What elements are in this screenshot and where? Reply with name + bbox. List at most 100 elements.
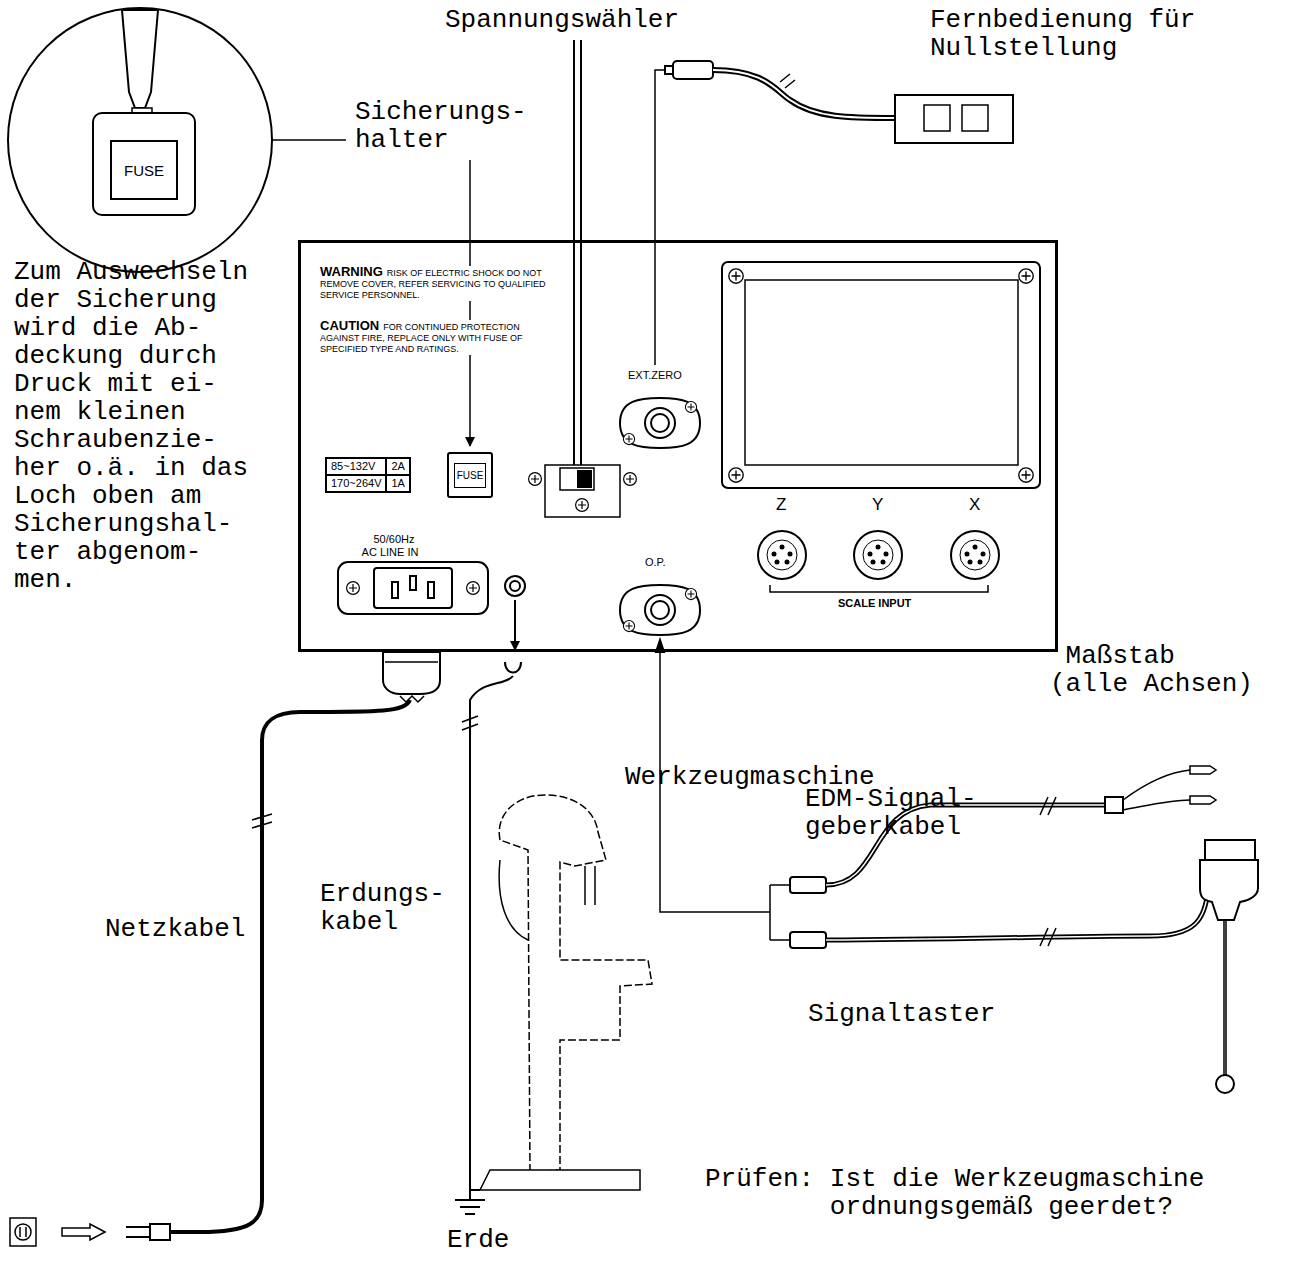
panel-parts bbox=[577, 470, 592, 488]
ground-cable bbox=[455, 600, 521, 1214]
panel-parts bbox=[623, 620, 634, 631]
machine-tool bbox=[480, 1170, 640, 1190]
remote-control bbox=[655, 70, 672, 365]
part-label: Fernbedienung für Nullstellung bbox=[930, 6, 1211, 62]
part-label: Netzkabel bbox=[105, 915, 245, 943]
part-label: Erdungs- kabel bbox=[320, 880, 453, 936]
panel-parts bbox=[338, 262, 1040, 635]
axis-label: X bbox=[969, 495, 980, 514]
panel-parts bbox=[510, 581, 520, 591]
ground-cable bbox=[505, 662, 521, 673]
remote-control bbox=[655, 61, 1013, 365]
panel-parts bbox=[745, 280, 1018, 465]
panel-parts bbox=[785, 560, 790, 565]
fuse-holder: FUSE bbox=[447, 452, 493, 498]
panel-parts bbox=[722, 262, 1040, 488]
panel-parts bbox=[374, 568, 452, 608]
part-label: Erde bbox=[447, 1226, 509, 1254]
panel-parts bbox=[772, 552, 777, 557]
ground-cable bbox=[455, 1200, 485, 1214]
warning-heading: WARNING bbox=[320, 264, 383, 279]
remote-control bbox=[895, 95, 1013, 143]
power-cable bbox=[126, 1227, 150, 1237]
connector-label: EXT.ZERO bbox=[628, 369, 682, 382]
zoom-detail bbox=[272, 139, 346, 141]
probe-cables bbox=[1040, 797, 1056, 815]
remote-control bbox=[924, 105, 950, 131]
probe-cables bbox=[790, 877, 826, 893]
axis-label: Y bbox=[872, 495, 883, 514]
panel-parts bbox=[467, 582, 480, 595]
probe-cables bbox=[1123, 770, 1190, 810]
probe-cables bbox=[1224, 920, 1226, 1075]
connector-label: SCALE INPUT bbox=[838, 597, 911, 610]
panel-parts bbox=[951, 531, 999, 579]
ground-cable bbox=[514, 600, 516, 650]
probe-cables bbox=[1105, 797, 1123, 813]
probe-cables bbox=[1040, 928, 1056, 946]
probe-cables bbox=[770, 885, 790, 940]
panel-parts bbox=[863, 540, 893, 570]
ground-cable bbox=[470, 676, 513, 1200]
machine-tool bbox=[499, 795, 652, 1172]
panel-parts bbox=[410, 576, 416, 590]
leader-arrows bbox=[574, 40, 581, 478]
panel-parts bbox=[685, 401, 696, 412]
probe-cables bbox=[1205, 840, 1255, 860]
panel-parts bbox=[881, 560, 886, 565]
rear-panel: WARNINGRISK OF ELECTRIC SHOCK DO NOT REM… bbox=[298, 240, 1058, 652]
table-cell: 85~132V bbox=[326, 458, 386, 475]
part-label: Sicherungs- halter bbox=[355, 98, 527, 154]
panel-parts bbox=[1019, 468, 1033, 482]
panel-parts bbox=[965, 552, 970, 557]
panel-parts bbox=[560, 468, 594, 490]
power-cable bbox=[10, 1218, 36, 1246]
panel-parts bbox=[978, 560, 983, 565]
panel-parts bbox=[772, 545, 986, 565]
panel-parts bbox=[960, 540, 990, 570]
note: Prüfen: Ist die Werkzeugmaschine ordnung… bbox=[705, 1165, 1228, 1221]
panel-parts bbox=[973, 545, 978, 550]
table-cell: 2A bbox=[386, 458, 409, 475]
part-label: Maßstab (alle Achsen) bbox=[1050, 642, 1258, 698]
panel-parts bbox=[651, 414, 669, 432]
machine-tool bbox=[470, 795, 652, 1190]
fuse-label: FUSE bbox=[110, 140, 178, 200]
panel-parts bbox=[651, 601, 669, 619]
panel-parts bbox=[338, 562, 488, 614]
part-label: Signaltaster bbox=[808, 1000, 995, 1028]
panel-parts bbox=[392, 582, 398, 598]
table-cell: 170~264V bbox=[326, 475, 386, 492]
warning-text: WARNINGRISK OF ELECTRIC SHOCK DO NOT REM… bbox=[320, 266, 563, 301]
machine-tool bbox=[499, 860, 528, 940]
panel-parts bbox=[770, 585, 988, 592]
remote-control bbox=[962, 105, 988, 131]
power-cable bbox=[252, 814, 272, 828]
zoom-detail bbox=[122, 10, 158, 108]
panel-parts bbox=[968, 560, 973, 565]
table-cell: 1A bbox=[386, 475, 409, 492]
remote-control bbox=[780, 74, 795, 88]
panel-parts bbox=[854, 531, 902, 579]
panel-parts bbox=[871, 560, 876, 565]
part-label: Spannungswähler bbox=[445, 6, 679, 34]
probe-cables bbox=[826, 890, 1208, 940]
panel-parts bbox=[645, 595, 675, 625]
zoom-detail bbox=[8, 8, 346, 272]
panel-parts bbox=[729, 269, 743, 283]
panel-parts bbox=[645, 408, 675, 438]
axis-label: Z bbox=[776, 495, 786, 514]
panel-parts bbox=[758, 531, 806, 579]
ground-cable bbox=[462, 716, 478, 730]
probe-cables bbox=[790, 932, 826, 948]
panel-parts bbox=[620, 398, 700, 448]
panel-parts bbox=[868, 552, 873, 557]
remote-control bbox=[673, 61, 713, 79]
panel-parts bbox=[620, 585, 700, 635]
connector-label: 50/60Hz AC LINE IN bbox=[358, 533, 422, 559]
panel-parts bbox=[876, 545, 881, 550]
connector-label: O.P. bbox=[645, 556, 666, 569]
note: Zum Auswechseln der Sicherung wird die A… bbox=[14, 258, 248, 594]
panel-parts bbox=[545, 465, 620, 517]
